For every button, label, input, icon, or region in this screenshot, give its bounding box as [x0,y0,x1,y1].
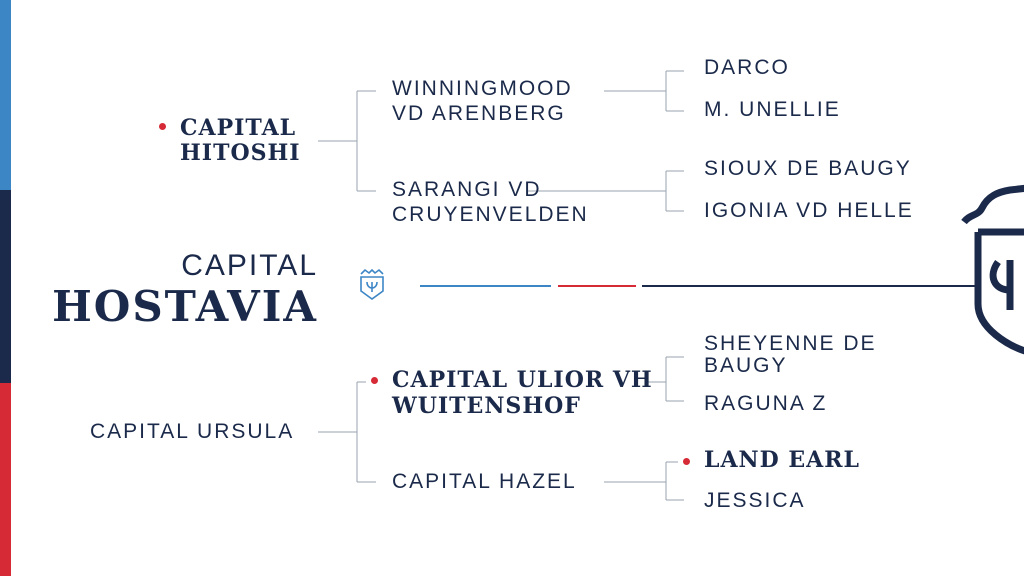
sire-sire-line2: VD ARENBERG [392,102,566,125]
gen3-name-5-line2: BAUGY [704,354,788,377]
sire-sire-name: WINNINGMOOD VD ARENBERG [392,76,573,126]
dam-sire-line1: CAPITAL ULIOR VH [392,367,653,393]
subject-name: HOSTAVIA [52,282,318,331]
dam-dam-name: CAPITAL HAZEL [392,470,577,493]
highlight-dot [683,458,690,465]
gen3-name-3: SIOUX DE BAUGY [704,157,912,180]
sire-dam-name: SARANGI VD CRUYENVELDEN [392,177,589,227]
sire-line2: HITOSHI [180,140,301,166]
highlight-dot [159,123,166,130]
gen3-name-1: DARCO [704,56,790,79]
gen3-name-2: M. UNELLIE [704,98,841,121]
sire-dam-line2: CRUYENVELDEN [392,203,589,226]
crest-emblem-icon [961,184,1024,355]
side-bar-red [0,383,11,576]
gen3-name-7: LAND EARL [704,447,860,473]
side-bar-blue [0,0,11,190]
gen3-name-5-line1: SHEYENNE DE [704,332,877,355]
side-bar-navy [0,190,11,383]
gen3-name-5: SHEYENNE DE BAUGY [704,333,877,377]
dam-sire-line2: WUITENSHOF [392,393,581,419]
gen3-name-8: JESSICA [704,489,806,512]
gen3-name-4: IGONIA VD HELLE [704,199,914,222]
dam-sire-name: CAPITAL ULIOR VH WUITENSHOF [392,367,653,419]
crest-icon [360,268,384,300]
highlight-dot [371,377,378,384]
sire-sire-line1: WINNINGMOOD [392,77,573,100]
subject-prefix: CAPITAL [181,249,318,282]
sire-dam-line1: SARANGI VD [392,178,542,201]
sire-line1: CAPITAL [180,115,297,141]
dam-name: CAPITAL URSULA [90,420,295,443]
gen3-name-6: RAGUNA Z [704,392,828,415]
sire-name: CAPITAL HITOSHI [180,116,301,166]
